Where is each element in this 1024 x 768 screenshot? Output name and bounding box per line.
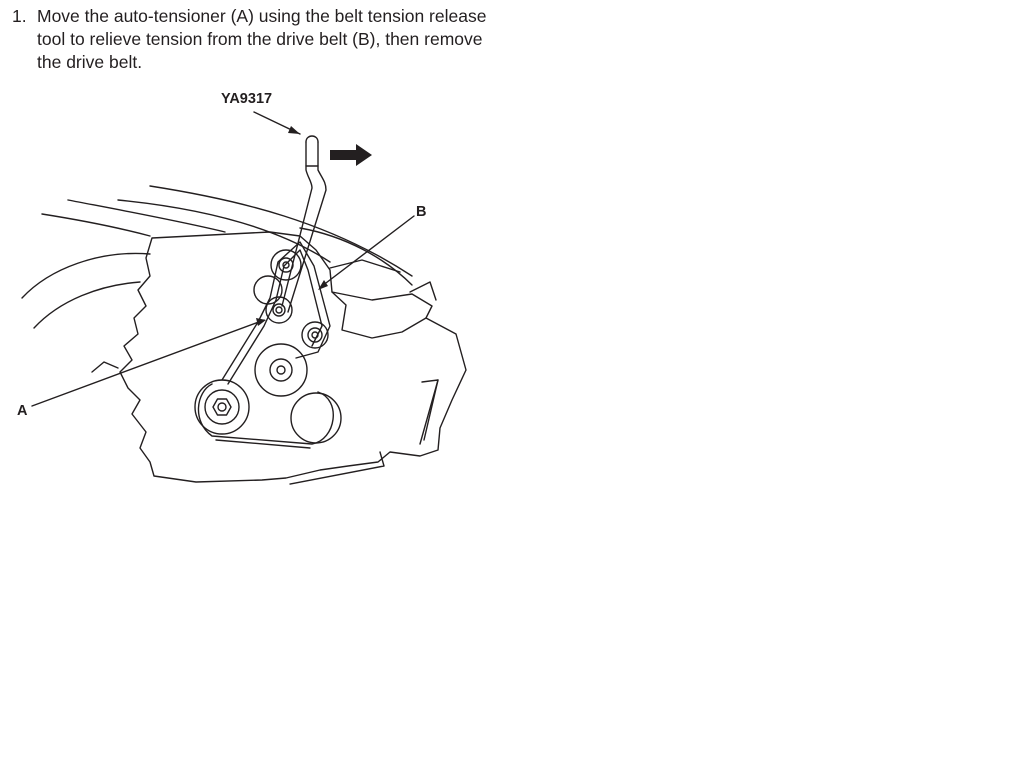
engine-block-outline [91,231,467,485]
leader-line-tool [253,111,301,135]
callout-a: A [17,403,28,419]
callout-b: B [416,204,427,220]
pulley-idler-right [301,321,329,349]
step-text: Move the auto-tensioner (A) using the be… [37,6,487,72]
leader-line-b [318,215,415,290]
step-number: 1. [12,6,27,26]
tool-label: YA9317 [221,91,273,107]
body-panel-lines [21,185,413,329]
auto-tensioner-pulley [265,296,293,324]
drive-belt [197,241,334,449]
instruction-step: 1. Move the auto-tensioner (A) using the… [12,5,492,74]
pulley-ac-compressor [290,392,342,444]
leader-line-a [31,318,266,407]
crankshaft-pulley [194,379,250,435]
belt-tension-release-tool [281,135,327,313]
pulley-water-pump [254,343,308,397]
motion-arrow-icon [330,144,372,166]
